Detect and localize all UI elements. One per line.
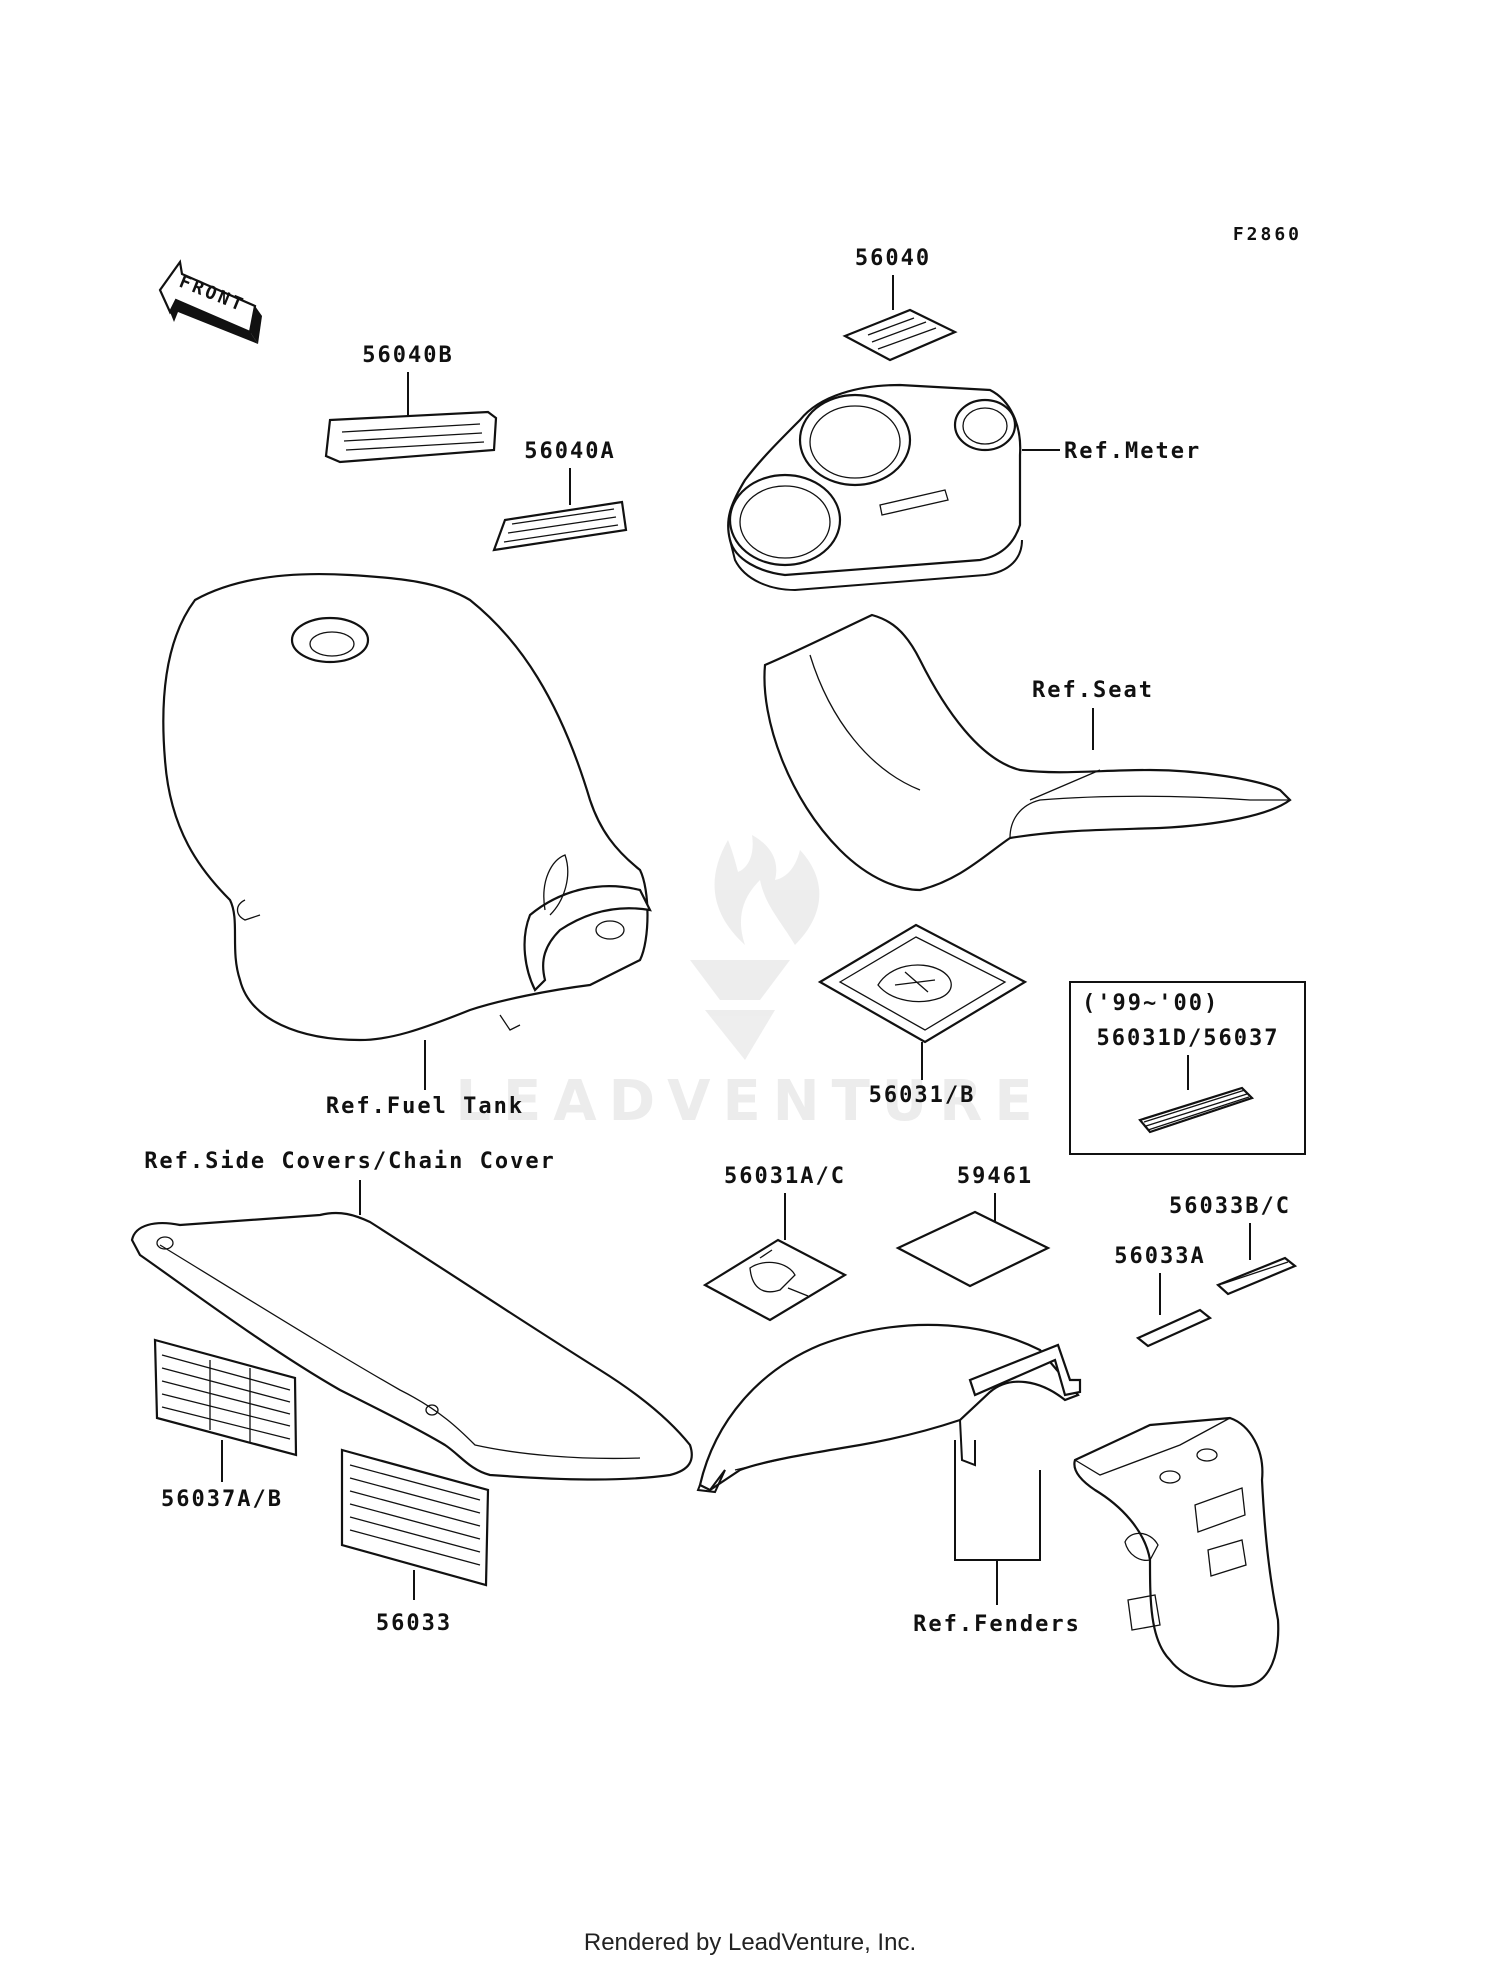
label-59461: 59461 (957, 1164, 1033, 1189)
label-56040B: 56040B (362, 343, 453, 368)
label-56033BC: 56033B/C (1169, 1194, 1291, 1219)
rear-fender (1073, 1416, 1280, 1688)
decal-59461 (895, 1210, 1051, 1288)
label-56037AB: 56037A/B (161, 1487, 283, 1512)
label-ref-fuel-tank: Ref.Fuel Tank (326, 1094, 524, 1119)
front-arrow-icon: FRONT (158, 259, 262, 344)
label-ref-fenders: Ref.Fenders (913, 1612, 1081, 1637)
label-56040A: 56040A (524, 439, 615, 464)
bolt-hole-icon (1159, 1470, 1181, 1484)
label-ref-meter: Ref.Meter (1064, 439, 1201, 464)
decal-56040B (324, 410, 498, 464)
decal-56031D-56037 (1138, 1086, 1255, 1134)
decal-56033BC (1215, 1256, 1298, 1296)
decal-56031B (817, 923, 1028, 1044)
inset-box-99-00 (1069, 981, 1306, 1155)
leader-fenders-bracket (954, 1440, 1041, 1561)
label-56040: 56040 (855, 246, 931, 271)
inset-years-label: ('99~'00) (1082, 991, 1219, 1016)
chain-cover (130, 1211, 693, 1481)
decal-56040 (842, 308, 958, 362)
plate-56037AB (153, 1338, 298, 1457)
footer-credit: Rendered by LeadVenture, Inc. (584, 1929, 916, 1956)
fender-bracket-icon (968, 1343, 1082, 1397)
label-ref-side-covers: Ref.Side Covers/Chain Cover (144, 1149, 556, 1174)
meter-assembly (727, 383, 1023, 592)
figure-code: F2860 (1233, 224, 1302, 245)
decal-56033A (1135, 1308, 1213, 1348)
speedometer-dial-icon (728, 473, 842, 567)
seat (763, 613, 1292, 892)
label-56031AC: 56031A/C (724, 1164, 846, 1189)
label-ref-seat: Ref.Seat (1032, 678, 1154, 703)
label-56031B: 56031/B (869, 1083, 976, 1108)
fuel-tank (162, 572, 652, 1042)
decal-56031AC (702, 1238, 848, 1322)
decal-56033 (340, 1448, 490, 1587)
label-56033: 56033 (376, 1611, 452, 1636)
label-56033A: 56033A (1114, 1244, 1205, 1269)
bolt-hole-icon (1196, 1448, 1218, 1462)
watermark-text: LEADVENTURE (455, 1069, 1044, 1134)
label-56031D-56037: 56031D/56037 (1097, 1026, 1280, 1051)
decal-56040A (492, 500, 628, 552)
tachometer-dial-icon (798, 393, 912, 487)
watermark-logo (690, 835, 820, 1060)
front-fender (696, 1323, 1082, 1494)
